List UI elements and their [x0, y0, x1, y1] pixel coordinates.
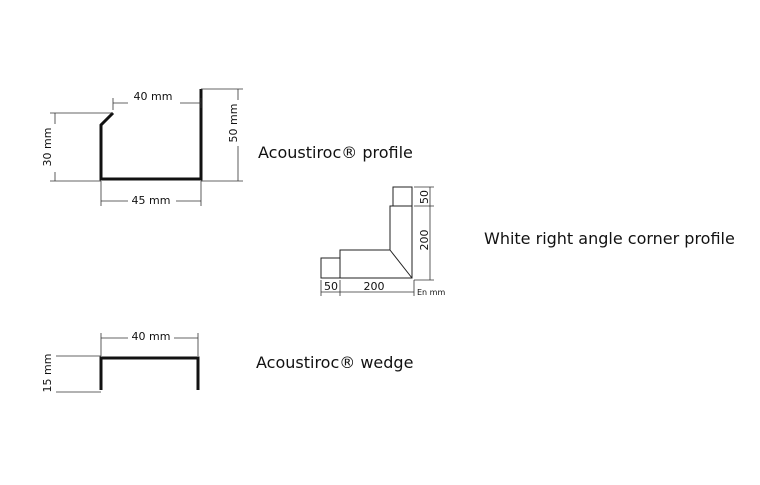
corner-dim-bottom: 50 200 En mm [320, 280, 445, 297]
corner-miter [389, 249, 413, 279]
corner-shape [339, 205, 413, 279]
profile-caption: Acoustiroc® profile [258, 143, 413, 162]
profile-shape [99, 89, 203, 181]
corner-caption: White right angle corner profile [484, 229, 735, 248]
corner-drawing: 50 200 En mm 50 200 [320, 186, 445, 297]
profile-dim-top: 40 mm [112, 90, 202, 110]
corner-dim-right-large: 200 [418, 230, 431, 251]
corner-top-block [392, 186, 413, 207]
corner-dim-unit: En mm [417, 288, 445, 297]
profile-dim-left: 30 mm [41, 112, 113, 182]
wedge-shape [99, 356, 200, 390]
profile-dim-right-label: 50 mm [227, 104, 240, 143]
profile-dim-left-label: 30 mm [41, 128, 54, 167]
profile-dim-bottom: 45 mm [100, 181, 202, 208]
profile-dim-bottom-label: 45 mm [132, 194, 171, 207]
corner-dim-right: 50 200 [414, 186, 434, 281]
wedge-dim-left-label: 15 mm [41, 354, 54, 393]
wedge-dim-left: 15 mm [41, 353, 101, 393]
wedge-drawing: 40 mm 15 mm [41, 330, 200, 393]
corner-dim-bottom-small: 50 [324, 280, 338, 293]
corner-left-block [320, 257, 341, 279]
corner-dim-bottom-large: 200 [364, 280, 385, 293]
profile-dim-right: 50 mm [201, 88, 243, 182]
profile-dim-top-label: 40 mm [134, 90, 173, 103]
profile-drawing: 40 mm 30 mm 45 mm 50 mm [41, 88, 243, 208]
wedge-caption: Acoustiroc® wedge [256, 353, 413, 372]
wedge-dim-top-label: 40 mm [132, 330, 171, 343]
corner-dim-right-small: 50 [418, 190, 431, 204]
wedge-dim-top: 40 mm [100, 330, 199, 356]
